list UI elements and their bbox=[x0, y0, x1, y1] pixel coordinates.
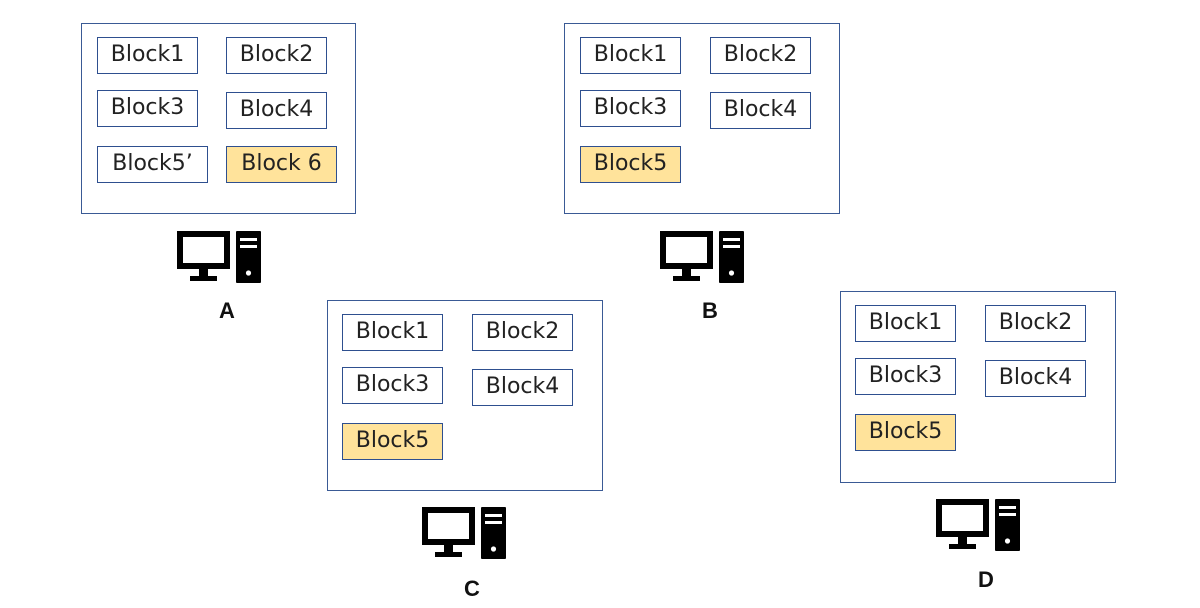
node-c-label: C bbox=[464, 576, 480, 601]
node-d-label: D bbox=[978, 567, 994, 592]
node-a-block-1: Block1 bbox=[97, 37, 198, 74]
node-c-block-1: Block1 bbox=[342, 314, 443, 351]
node-c-block-3: Block3 bbox=[342, 367, 443, 404]
node-a-block-4: Block4 bbox=[226, 92, 327, 129]
node-d-block-5: Block5 bbox=[855, 414, 956, 451]
desktop-computer-icon bbox=[936, 499, 1020, 551]
node-a-block-6: Block 6 bbox=[226, 146, 337, 183]
desktop-computer-icon bbox=[422, 507, 506, 559]
node-a-ledger: Block1 Block2 Block3 Block4 Block5’ Bloc… bbox=[81, 23, 356, 214]
node-d-block-3: Block3 bbox=[855, 358, 956, 395]
node-b-block-5: Block5 bbox=[580, 146, 681, 183]
node-a-block-2: Block2 bbox=[226, 37, 327, 74]
node-a-label: A bbox=[219, 298, 235, 323]
node-c-block-2: Block2 bbox=[472, 314, 573, 351]
node-d-block-1: Block1 bbox=[855, 305, 956, 342]
node-b-block-2: Block2 bbox=[710, 37, 811, 74]
node-b-block-1: Block1 bbox=[580, 37, 681, 74]
node-c-block-5: Block5 bbox=[342, 423, 443, 460]
desktop-computer-icon bbox=[177, 231, 261, 283]
node-b-ledger: Block1 Block2 Block3 Block4 Block5 bbox=[564, 23, 840, 214]
node-a-block-5: Block5’ bbox=[97, 146, 208, 183]
node-b-block-4: Block4 bbox=[710, 92, 811, 129]
node-d-block-2: Block2 bbox=[985, 305, 1086, 342]
node-b-label: B bbox=[702, 298, 718, 323]
node-d-block-4: Block4 bbox=[985, 360, 1086, 397]
node-c-ledger: Block1 Block2 Block3 Block4 Block5 bbox=[327, 300, 603, 491]
node-a-block-3: Block3 bbox=[97, 90, 198, 127]
node-c-block-4: Block4 bbox=[472, 369, 573, 406]
node-b-block-3: Block3 bbox=[580, 90, 681, 127]
node-d-ledger: Block1 Block2 Block3 Block4 Block5 bbox=[840, 291, 1116, 483]
desktop-computer-icon bbox=[660, 231, 744, 283]
